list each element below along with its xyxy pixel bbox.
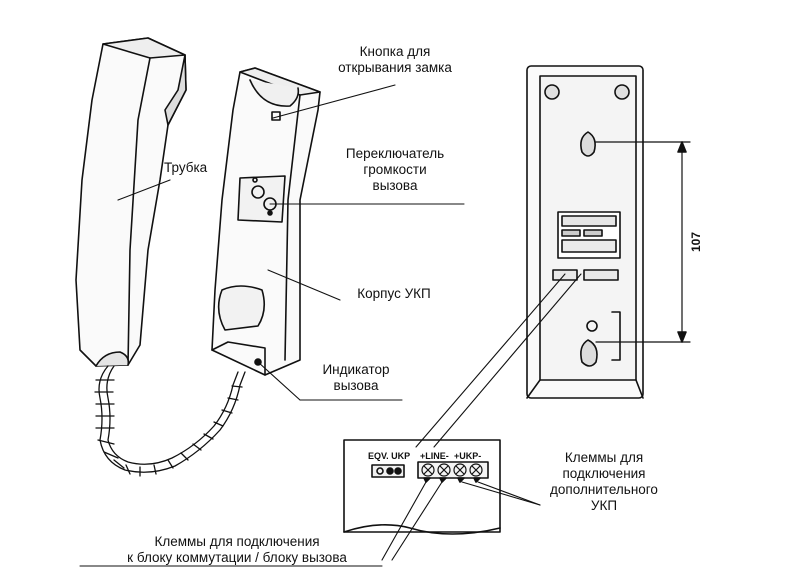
- label-handset: Трубка: [164, 160, 208, 175]
- dimension-value: 107: [689, 232, 703, 252]
- leader-lines: [79, 84, 582, 567]
- ukp-label: +UKP-: [454, 451, 481, 461]
- label-indicator: Индикатор вызова: [322, 362, 390, 393]
- label-body: Корпус УКП: [357, 286, 431, 301]
- label-extra-terminals: Клеммы для подключения дополнительного У…: [550, 450, 658, 513]
- dimension-line: [595, 141, 691, 343]
- line-label: +LINE-: [420, 451, 449, 461]
- handset-drawing: [75, 37, 187, 367]
- label-main-terminals: Клеммы для подключения к блоку коммутаци…: [127, 534, 347, 565]
- handset-cord: [94, 365, 246, 477]
- label-unlock-button: Кнопка для открывания замка: [338, 44, 452, 75]
- terminal-block-detail: [343, 439, 501, 535]
- label-volume-switch: Переключатель громкости вызова: [345, 146, 445, 193]
- ukp-body-drawing: [211, 67, 321, 376]
- back-view-drawing: [526, 65, 644, 399]
- eqv-ukp-label: EQV. UKP: [368, 451, 410, 461]
